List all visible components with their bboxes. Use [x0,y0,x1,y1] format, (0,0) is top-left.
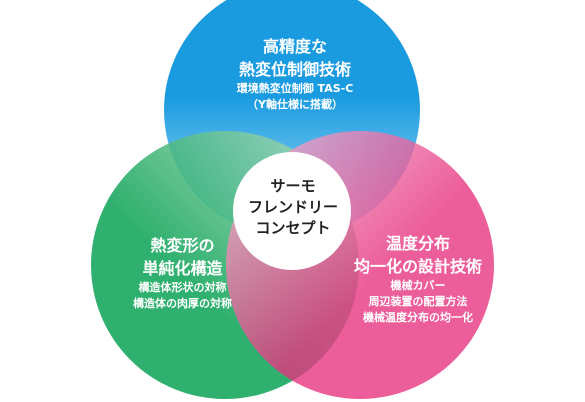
right-title-1: 温度分布 [385,234,450,253]
right-sub-1: 機械カバー [390,279,446,292]
left-sub-2: 構造体の肉厚の対称 [133,297,232,310]
center-line-2: フレンドリー [247,198,338,216]
top-sub-2: （Y軸仕様に搭載） [247,98,343,111]
top-title-2: 熱変位制御技術 [238,60,351,79]
top-circle-label: 高精度な 熱変位制御技術 環境熱変位制御 TAS-C （Y軸仕様に搭載） [190,35,400,113]
center-line-3: コンセプト [255,219,331,237]
right-sub-2: 周辺装置の配置方法 [368,295,468,308]
center-circle [233,152,351,270]
right-title-2: 均一化の設計技術 [353,257,482,276]
center-label: サーモ フレンドリー コンセプト [233,176,353,239]
right-circle-label: 温度分布 均一化の設計技術 機械カバー 周辺装置の配置方法 機械温度分布の均一化 [318,232,518,326]
top-title-1: 高精度な [262,37,327,56]
center-line-1: サーモ [270,177,316,195]
left-title-2: 単純化構造 [142,259,223,278]
left-sub-1: 構造体形状の対称 [138,281,227,294]
right-sub-3: 機械温度分布の均一化 [363,311,473,324]
left-circle-label: 熱変形の 単純化構造 構造体形状の対称 構造体の肉厚の対称 [85,234,280,312]
left-title-1: 熱変形の [150,236,215,255]
top-sub-1: 環境熱変位制御 TAS-C [236,82,354,95]
